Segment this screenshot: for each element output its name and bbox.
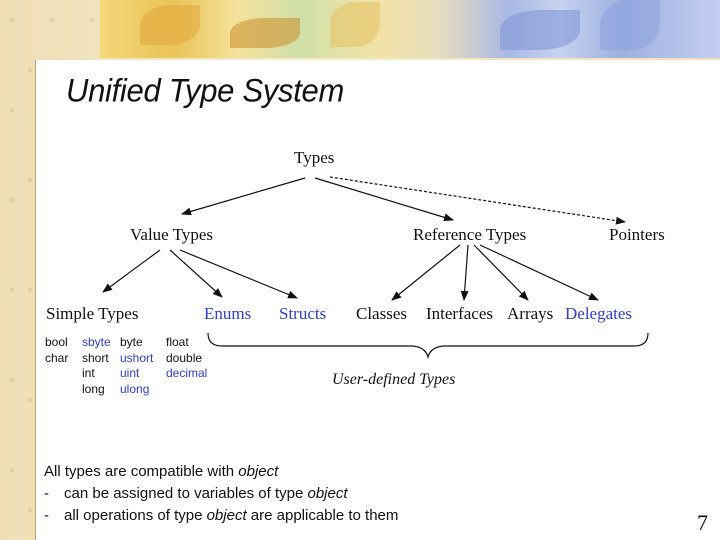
simple-type: double bbox=[166, 351, 207, 367]
simple-type: ushort bbox=[120, 351, 153, 367]
node-arrays: Arrays bbox=[507, 304, 553, 324]
simple-types-col-1: bool char bbox=[45, 335, 68, 366]
node-delegates: Delegates bbox=[565, 304, 632, 324]
notes-line-2-emphasis: object bbox=[207, 507, 247, 524]
notes-line-1: -can be assigned to variables of type ob… bbox=[44, 485, 398, 507]
bullet-dash: - bbox=[44, 507, 64, 524]
notes-line-2: -all operations of type object are appli… bbox=[44, 507, 398, 529]
user-defined-types-label: User-defined Types bbox=[332, 371, 455, 389]
node-types: Types bbox=[294, 148, 334, 168]
node-structs: Structs bbox=[279, 304, 326, 324]
notes: All types are compatible with object -ca… bbox=[44, 463, 398, 529]
node-value-types: Value Types bbox=[130, 225, 213, 245]
user-defined-brace bbox=[208, 333, 648, 357]
bullet-dash: - bbox=[44, 485, 64, 502]
simple-type: sbyte bbox=[82, 335, 111, 351]
node-enums: Enums bbox=[204, 304, 251, 324]
edge-ref-arrays bbox=[474, 245, 528, 300]
notes-line-2-suffix: are applicable to them bbox=[247, 507, 399, 524]
simple-type: uint bbox=[120, 366, 153, 382]
edge-types-value bbox=[182, 178, 305, 214]
edge-types-pointers bbox=[330, 177, 625, 222]
edge-ref-interfaces bbox=[464, 245, 468, 300]
simple-type: int bbox=[82, 366, 111, 382]
notes-line-1-emphasis: object bbox=[308, 485, 348, 502]
simple-type: long bbox=[82, 382, 111, 398]
node-reference-types: Reference Types bbox=[413, 225, 526, 245]
notes-heading-text: All types are compatible with bbox=[44, 463, 238, 480]
simple-type: float bbox=[166, 335, 207, 351]
node-pointers: Pointers bbox=[609, 225, 665, 245]
simple-type: short bbox=[82, 351, 111, 367]
page-number: 7 bbox=[697, 510, 708, 536]
simple-types-col-3: byte ushort uint ulong bbox=[120, 335, 153, 397]
node-classes: Classes bbox=[356, 304, 407, 324]
edge-ref-delegates bbox=[480, 245, 598, 300]
edge-ref-classes bbox=[392, 245, 460, 300]
simple-type: bool bbox=[45, 335, 68, 351]
simple-type: byte bbox=[120, 335, 153, 351]
node-simple-types: Simple Types bbox=[46, 304, 138, 324]
notes-line-2-text: all operations of type bbox=[64, 507, 207, 524]
simple-type: ulong bbox=[120, 382, 153, 398]
edge-types-reference bbox=[315, 178, 453, 220]
simple-type: char bbox=[45, 351, 68, 367]
simple-types-col-4: float double decimal bbox=[166, 335, 207, 382]
edge-value-structs bbox=[180, 250, 297, 298]
notes-heading-emphasis: object bbox=[238, 463, 278, 480]
simple-type: decimal bbox=[166, 366, 207, 382]
edge-value-simple bbox=[103, 250, 160, 292]
simple-types-col-2: sbyte short int long bbox=[82, 335, 111, 397]
notes-heading: All types are compatible with object bbox=[44, 463, 398, 485]
notes-line-1-text: can be assigned to variables of type bbox=[64, 485, 308, 502]
node-interfaces: Interfaces bbox=[426, 304, 493, 324]
